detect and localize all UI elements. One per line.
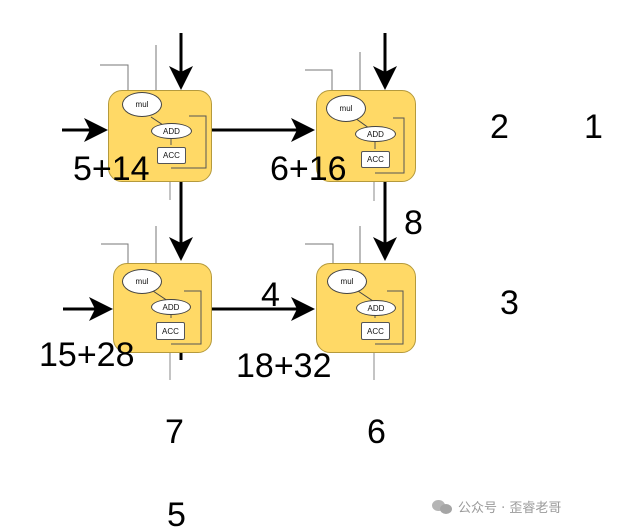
mul-node: mul <box>122 269 162 294</box>
acc-node: ACC <box>361 322 390 340</box>
arrow-label-4: 4 <box>261 276 280 314</box>
input-value-2: 2 <box>490 108 509 146</box>
acc-node: ACC <box>361 151 390 168</box>
input-value-6: 6 <box>367 413 386 451</box>
sum-label-bottom-right: 18+32 <box>236 347 332 385</box>
wechat-icon <box>432 499 454 515</box>
pe-top-right: mul ADD ACC <box>316 90 416 182</box>
arrow-label-8: 8 <box>404 204 423 242</box>
mul-node: mul <box>326 95 366 122</box>
sum-label-bottom-left: 15+28 <box>39 336 135 374</box>
input-value-7: 7 <box>165 413 184 451</box>
mul-node: mul <box>327 269 367 294</box>
add-node: ADD <box>151 299 191 315</box>
input-value-3: 3 <box>500 284 519 322</box>
input-value-1: 1 <box>584 108 603 146</box>
pe-bottom-right: mul ADD ACC <box>316 263 416 353</box>
pe-bottom-left: mul ADD ACC <box>113 263 212 353</box>
add-node: ADD <box>151 123 192 139</box>
acc-node: ACC <box>157 147 186 164</box>
sum-label-top-right: 6+16 <box>270 150 347 188</box>
pe-top-left: mul ADD ACC <box>108 90 212 182</box>
watermark-text: 公众号 · 歪睿老哥 <box>458 501 562 516</box>
mul-node: mul <box>122 92 162 117</box>
acc-node: ACC <box>156 322 185 340</box>
add-node: ADD <box>356 300 396 316</box>
watermark: 公众号 · 歪睿老哥 <box>432 497 561 516</box>
input-value-5: 5 <box>167 496 186 532</box>
add-node: ADD <box>355 126 396 142</box>
sum-label-top-left: 5+14 <box>73 150 150 188</box>
